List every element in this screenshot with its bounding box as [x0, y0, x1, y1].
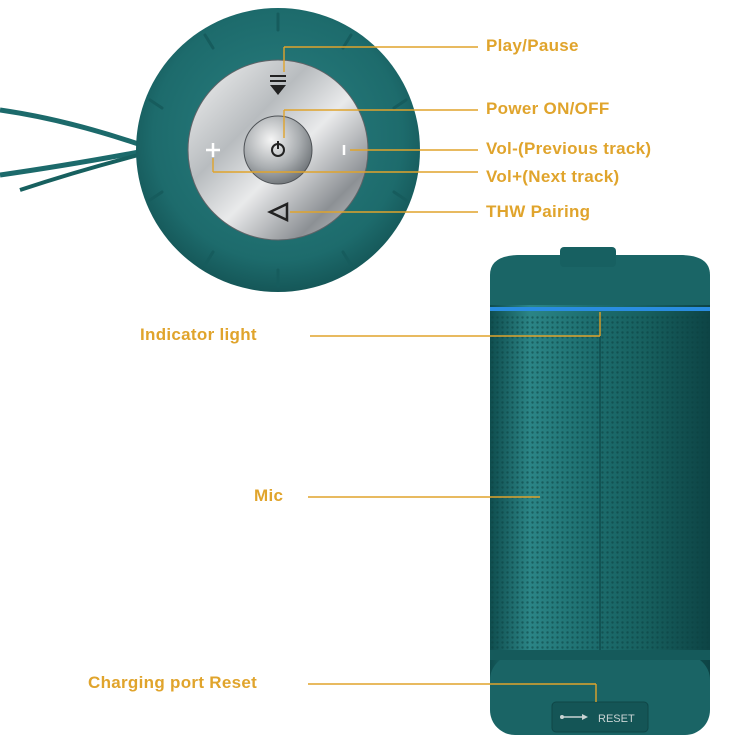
reset-port-label[interactable]: RESET — [598, 713, 635, 725]
label-vol-minus: Vol-(Previous track) — [486, 139, 652, 158]
power-icon[interactable] — [271, 141, 285, 157]
pairing-triangle-icon[interactable] — [267, 202, 289, 222]
speaker-body — [490, 247, 710, 735]
label-thw-pairing: THW Pairing — [486, 202, 591, 221]
label-mic: Mic — [254, 486, 284, 505]
plus-icon[interactable] — [206, 143, 220, 157]
speaker-top-view — [136, 8, 420, 292]
play-pause-icon[interactable] — [270, 75, 286, 95]
usb-icon[interactable] — [560, 714, 588, 720]
indicator-light — [490, 307, 710, 311]
label-indicator-light: Indicator light — [140, 325, 257, 344]
label-charging-port-reset: Charging port Reset — [88, 673, 258, 692]
leader-lines — [212, 46, 601, 702]
label-power: Power ON/OFF — [486, 99, 610, 118]
label-play-pause: Play/Pause — [486, 36, 579, 55]
label-vol-plus: Vol+(Next track) — [486, 167, 620, 186]
